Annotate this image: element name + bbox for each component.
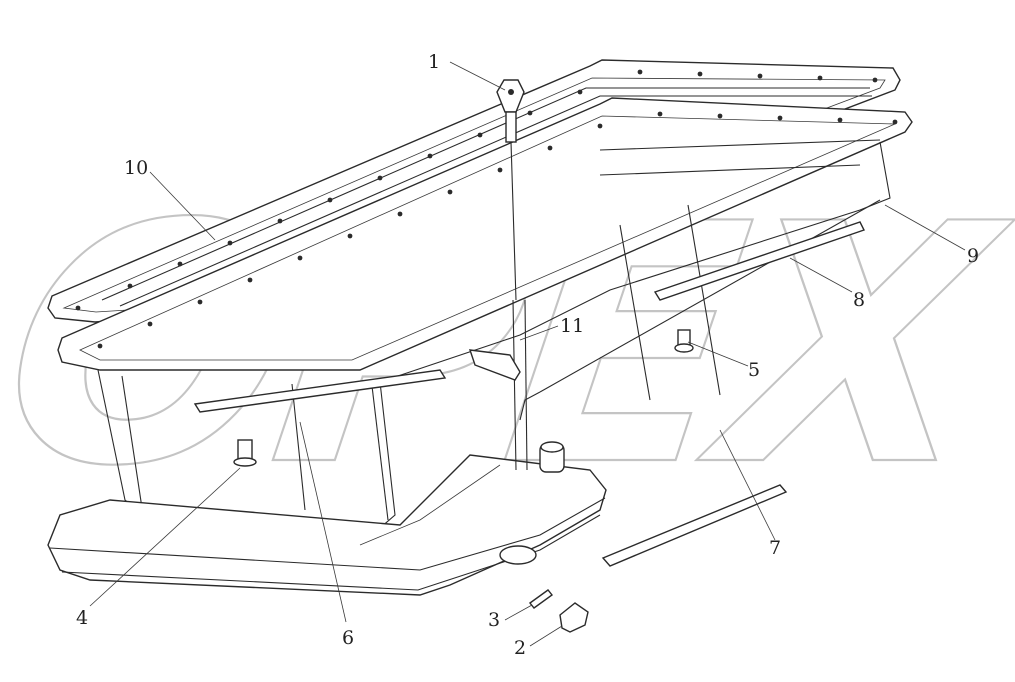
callout-labels: 1 2 3 4 5 6 7 8 9 10 11 xyxy=(76,51,979,659)
callout-9: 9 xyxy=(967,245,979,267)
callout-11: 11 xyxy=(560,315,584,337)
leader-lines xyxy=(89,61,966,647)
strips xyxy=(193,221,865,567)
pan-flange xyxy=(57,97,913,371)
oil-pan-body xyxy=(97,139,891,529)
callout-8: 8 xyxy=(853,289,865,311)
callout-10: 10 xyxy=(124,157,148,179)
fasteners xyxy=(233,329,694,633)
callout-4: 4 xyxy=(76,607,88,629)
lower-pan xyxy=(47,441,607,596)
dipstick-assembly xyxy=(468,79,528,471)
callout-7: 7 xyxy=(769,537,781,559)
callout-2: 2 xyxy=(514,637,526,659)
callout-6: 6 xyxy=(342,627,354,649)
callout-3: 3 xyxy=(488,609,500,631)
callout-5: 5 xyxy=(748,359,760,381)
bolt-holes xyxy=(75,69,898,349)
callout-1: 1 xyxy=(428,51,440,73)
